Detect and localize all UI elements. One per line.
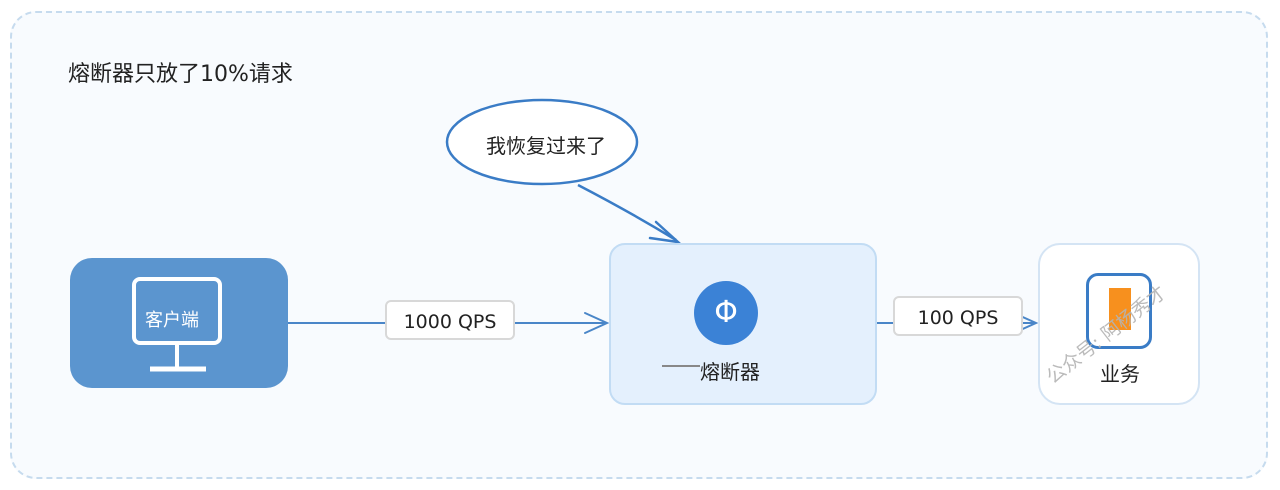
phi-circle-icon: Φ: [694, 281, 758, 345]
edge-client-breaker-arrowhead: [584, 312, 610, 334]
client-label: 客户端: [145, 310, 199, 331]
edge-label-100-qps: 100 QPS: [893, 296, 1023, 336]
service-label: 业务: [1100, 362, 1140, 386]
speech-bubble-tail-arrowhead: [648, 220, 682, 244]
service-block-icon: [1086, 273, 1152, 349]
service-icon-bar: [1109, 288, 1131, 330]
breaker-label: 熔断器: [700, 360, 760, 384]
speech-bubble-tail: [577, 183, 677, 242]
breaker-node: [609, 243, 877, 405]
speech-bubble-outline: [445, 98, 639, 186]
edge-label-1000-qps: 1000 QPS: [385, 300, 515, 340]
speech-bubble-text: 我恢复过来了: [486, 134, 606, 158]
diagram-title: 熔断器只放了10%请求: [68, 62, 293, 87]
